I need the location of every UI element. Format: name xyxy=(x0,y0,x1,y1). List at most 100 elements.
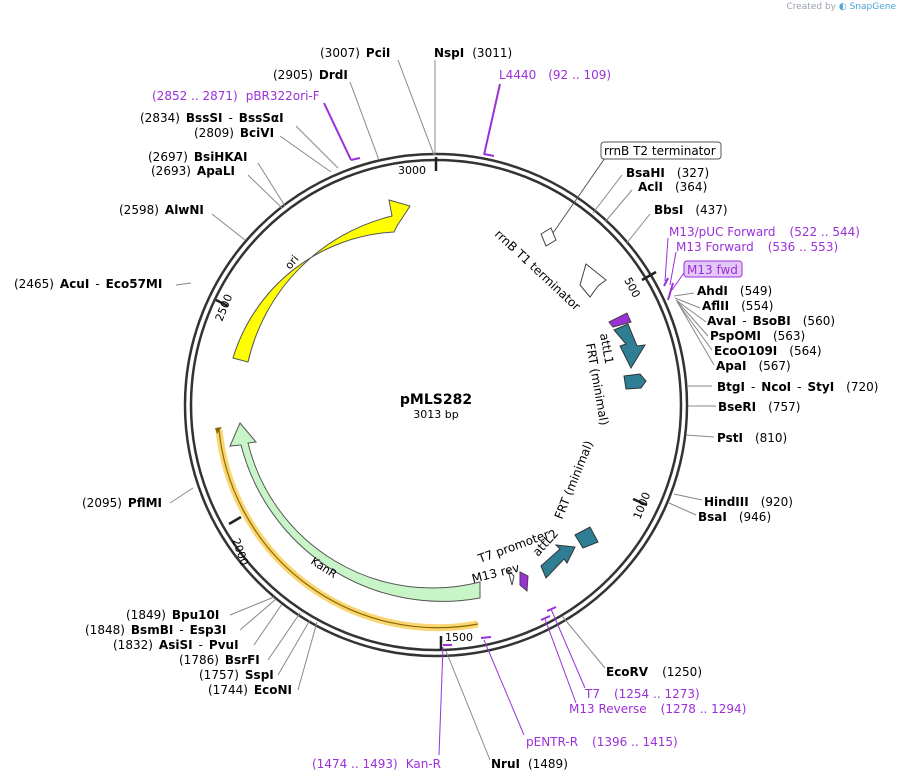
tick-2500 xyxy=(215,298,229,308)
bssSI-name: BssSI xyxy=(186,111,223,125)
bbsI-leader xyxy=(625,213,651,245)
tick-label-3000: 3000 xyxy=(398,164,426,177)
ecoNI-name: EcoNI xyxy=(254,683,292,697)
primer-m13puc[interactable]: M13/pUC Forward(522 .. 544) xyxy=(669,225,860,239)
attl2-arrow[interactable] xyxy=(540,544,576,579)
m13-fwd-feature-arrow[interactable] xyxy=(608,312,632,328)
site-bpu10I[interactable]: (1849)Bpu10I xyxy=(126,608,219,622)
site-bsrFI[interactable]: (1786)BsrFI xyxy=(179,653,260,667)
bsmBI-name2: Esp3I xyxy=(190,623,227,637)
bsrFI-leader xyxy=(267,612,301,661)
m13-fwd-box xyxy=(683,260,743,278)
acuI-name: AcuI xyxy=(60,277,89,291)
bseRI-pos: (757) xyxy=(768,400,800,414)
bsrFI-name: BsrFI xyxy=(225,653,260,667)
t7-promoter-arrow[interactable] xyxy=(507,568,515,586)
primer-m13fwd[interactable]: M13 Forward(536 .. 553) xyxy=(676,240,838,254)
l4440-name: L4440 xyxy=(499,68,536,82)
frt-1-arrow[interactable] xyxy=(623,373,647,390)
avaI-pos: (560) xyxy=(803,314,835,328)
m13puc-name: M13/pUC Forward xyxy=(669,225,776,239)
avaI-leader xyxy=(675,299,707,323)
site-ecoRV[interactable]: EcoRV(1250) xyxy=(606,665,702,679)
site-nsp[interactable]: NspI(3011) xyxy=(434,46,512,60)
tick-label-1000: 1000 xyxy=(631,490,654,521)
site-nruI[interactable]: NruI(1489) xyxy=(491,757,568,771)
site-bbsI[interactable]: BbsI(437) xyxy=(654,203,728,217)
bciVI-pos: (2809) xyxy=(194,126,234,140)
site-sspI[interactable]: (1757)SspI xyxy=(199,668,274,682)
aflII-pos: (554) xyxy=(741,299,773,313)
rrnb-t1-arrow[interactable] xyxy=(579,263,607,298)
primer-pentr[interactable]: pENTR-R(1396 .. 1415) xyxy=(526,735,678,749)
bseRI-name: BseRI xyxy=(718,400,756,414)
ori-arrow[interactable] xyxy=(232,199,411,363)
site-hindIII[interactable]: HindIII(920) xyxy=(704,495,793,509)
primer-l4440[interactable]: L4440(92 .. 109) xyxy=(499,68,611,82)
ecoNI-leader xyxy=(297,621,318,691)
site-ecoNI[interactable]: (1744)EcoNI xyxy=(208,683,292,697)
frt-2-arrow[interactable] xyxy=(574,526,599,549)
kanr-arrow[interactable] xyxy=(229,422,481,602)
site-apaLI[interactable]: (2693)ApaLI xyxy=(151,164,235,178)
site-btgI[interactable]: BtgI-NcoI-StyI(720) xyxy=(717,380,878,394)
site-drd[interactable]: (2905)DrdI xyxy=(273,68,348,82)
aclI-leader xyxy=(604,189,633,223)
primer-m13rev[interactable]: M13 Reverse(1278 .. 1294) xyxy=(569,702,746,716)
site-bsmBI[interactable]: (1848)BsmBI-Esp3I xyxy=(85,623,226,637)
primer-pbr322[interactable]: (2852 .. 2871)pBR322ori-F xyxy=(152,89,320,103)
site-ahdI[interactable]: AhdI(549) xyxy=(697,284,772,298)
pflMI-pos: (2095) xyxy=(82,496,122,510)
site-pflMI[interactable]: (2095)PflMI xyxy=(82,496,162,510)
site-acuI[interactable]: (2465)AcuI-Eco57MI xyxy=(14,277,162,291)
bpu10I-name: Bpu10I xyxy=(172,608,219,622)
site-ecoO109I[interactable]: EcoO109I(564) xyxy=(714,344,822,358)
plasmid-name: pMLS282 xyxy=(400,392,472,408)
l4440-leader xyxy=(483,83,501,156)
pbr322-mark xyxy=(350,157,361,161)
kanr-primer-leader xyxy=(438,646,444,756)
primer-t7[interactable]: T7(1254 .. 1273) xyxy=(584,687,700,701)
acuI-name2: Eco57MI xyxy=(106,277,163,291)
site-bseRI[interactable]: BseRI (757) xyxy=(718,400,800,414)
bssSI-name2: BssSαI xyxy=(239,111,284,125)
bpu10I-leader xyxy=(229,596,275,616)
tick-500 xyxy=(641,270,657,282)
site-alwNI[interactable]: (2598)AlwNI xyxy=(119,203,204,217)
site-bciVI[interactable]: (2809)BciVI xyxy=(194,126,274,140)
asiSI-name2: PvuI xyxy=(209,638,239,652)
hindIII-pos: (920) xyxy=(761,495,793,509)
rrnb-t2-leader xyxy=(552,157,606,234)
avaI-sep: - xyxy=(742,314,746,328)
pbr322-leader xyxy=(323,102,352,161)
site-bsiHKAI[interactable]: (2697)BsiHKAI xyxy=(148,150,247,164)
bsiHKAI-name: BsiHKAI xyxy=(194,150,248,164)
backbone-outer xyxy=(183,152,689,658)
primer-kanr[interactable]: (1474 .. 1493)Kan-R xyxy=(312,757,441,771)
pci-leader xyxy=(397,59,435,156)
site-bsaHI[interactable]: BsaHI(327) xyxy=(626,166,709,180)
bsaHI-pos: (327) xyxy=(677,166,709,180)
ecoO109I-name: EcoO109I xyxy=(714,344,777,358)
hindIII-leader xyxy=(673,493,703,501)
site-pstI[interactable]: PstI(810) xyxy=(717,431,787,445)
m13rev-leader xyxy=(544,618,577,704)
site-avaI[interactable]: AvaI-BsoBI(560) xyxy=(707,314,835,328)
site-pci[interactable]: (3007)PciI xyxy=(320,46,390,60)
pflMI-leader xyxy=(169,487,194,504)
site-bssSI[interactable]: (2834)BssSI-BssSαI xyxy=(140,111,284,125)
pspOMI-leader xyxy=(676,300,709,337)
rrnb-t2-arrow[interactable] xyxy=(540,227,557,247)
site-asiSI[interactable]: (1832)AsiSI-PvuI xyxy=(113,638,239,652)
pci-pos: (3007) xyxy=(320,46,360,60)
site-aclI[interactable]: AclI(364) xyxy=(638,180,707,194)
ecoRV-pos: (1250) xyxy=(662,665,702,679)
site-bsaI[interactable]: BsaI(946) xyxy=(698,510,771,524)
site-pspOMI[interactable]: PspOMI(563) xyxy=(710,329,805,343)
m13-rev-feature-arrow[interactable] xyxy=(519,571,529,593)
site-aflII[interactable]: AflII(554) xyxy=(702,299,773,313)
site-apaI[interactable]: ApaI(567) xyxy=(716,359,791,373)
nruI-leader xyxy=(445,650,491,761)
pentr-name: pENTR-R xyxy=(526,735,578,749)
attl1-arrow[interactable] xyxy=(613,323,646,370)
